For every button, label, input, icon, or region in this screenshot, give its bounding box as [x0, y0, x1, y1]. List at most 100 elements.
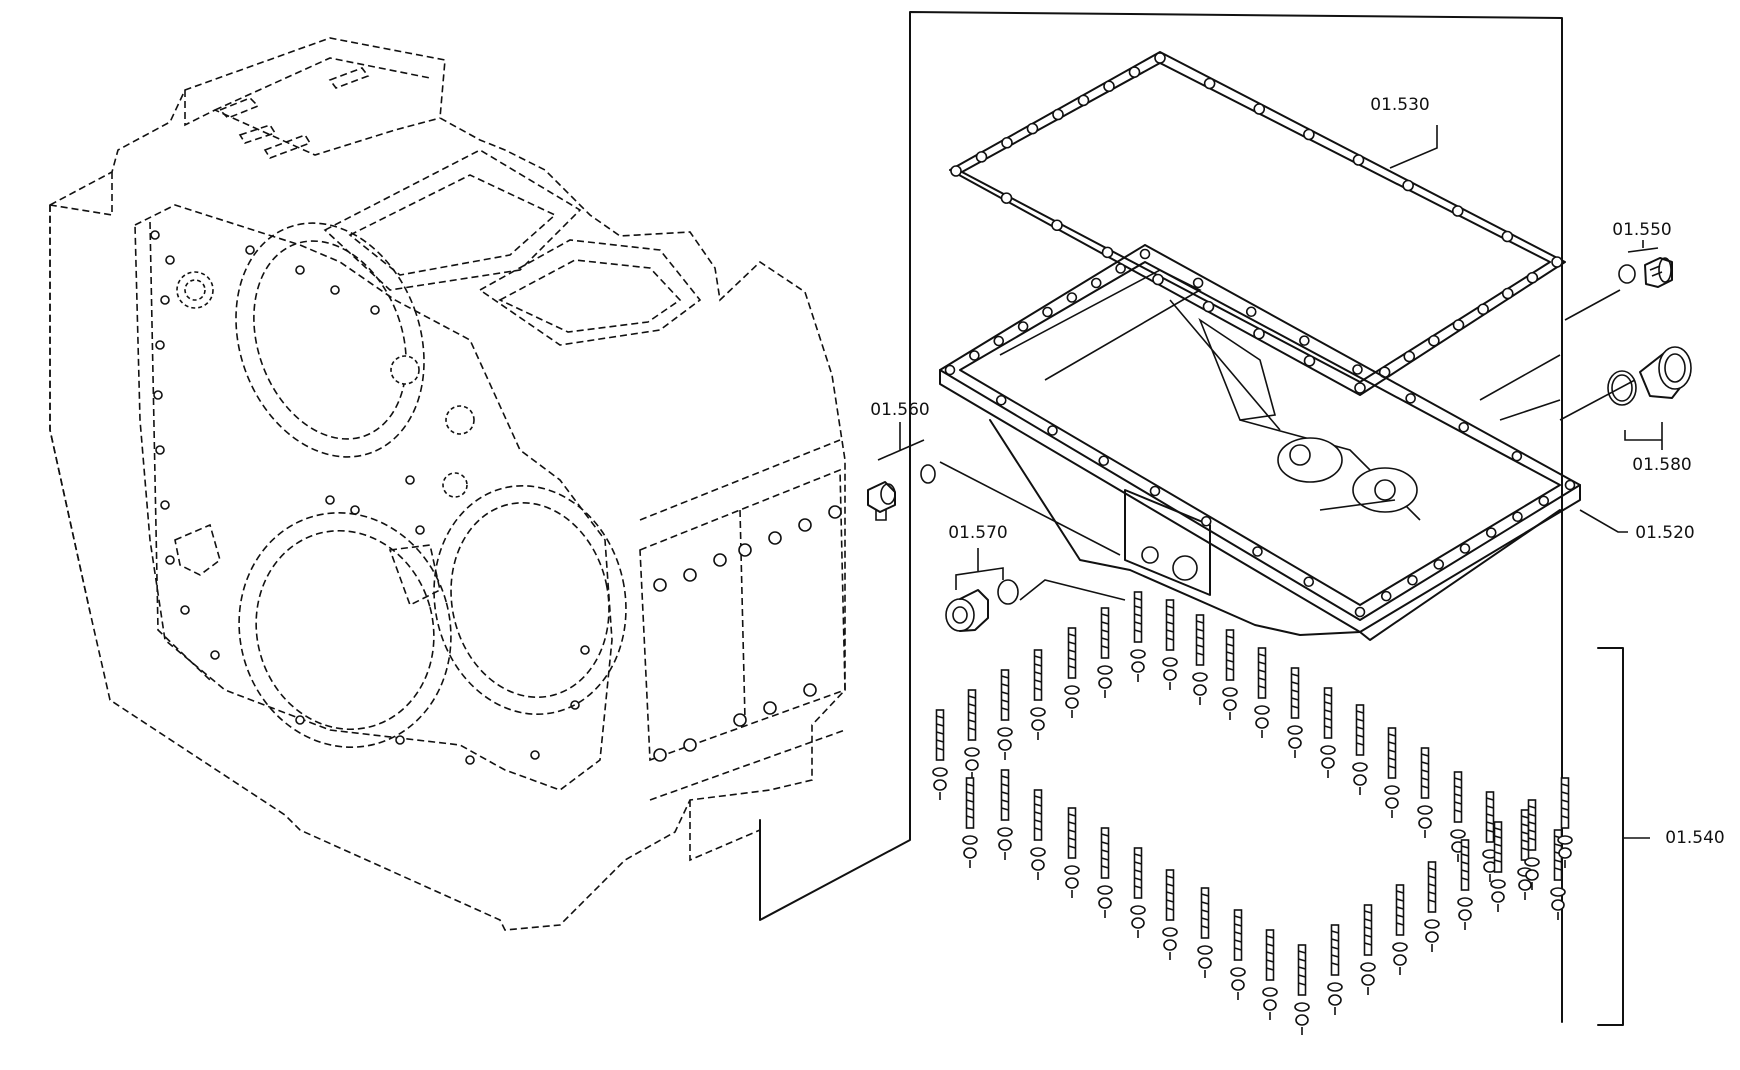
bolt [1287, 667, 1303, 758]
bolt [1457, 839, 1473, 930]
gasket-hole [1303, 355, 1316, 367]
gasket-hole [1352, 154, 1365, 166]
callout-01-520: 01.520 [1579, 509, 1695, 543]
bolt [1222, 629, 1238, 720]
gasket-hole [1001, 136, 1013, 149]
pan-flange-hole [1458, 421, 1470, 433]
bolt [1327, 924, 1343, 1015]
gasket-hole [1026, 122, 1039, 135]
gasket-hole [1101, 246, 1114, 259]
bolt [1352, 704, 1368, 795]
pan-flange-hole [1564, 479, 1576, 491]
oil-pan-flange-holes [944, 248, 1576, 618]
gasket-hole [1303, 128, 1315, 141]
pan-flange-hole [1405, 393, 1416, 404]
pan-flange-hole [1459, 543, 1471, 554]
pan-flange-hole [1042, 306, 1053, 318]
pan-flange-hole [1485, 527, 1497, 538]
bolt-set-01-540 [932, 591, 1573, 1035]
gasket-hole [1128, 66, 1141, 78]
callout-label-01-540: 01.540 [1665, 828, 1724, 848]
callout-01-540: 01.540 [1597, 647, 1725, 1026]
housing-front-holes [150, 230, 590, 765]
bolt [1030, 789, 1046, 880]
pan-flange-hole [1245, 306, 1257, 318]
pan-flange-hole [995, 394, 1007, 406]
gasket-hole [1501, 230, 1514, 243]
callout-label-01-570: 01.570 [948, 523, 1007, 543]
part-leader-lines [939, 289, 1636, 601]
bolt [1524, 799, 1540, 890]
gasket-hole [1052, 108, 1064, 121]
pan-flange-hole [1380, 590, 1392, 602]
gasket-hole [1051, 219, 1063, 232]
plug-01-550 [1618, 257, 1673, 288]
bolt [997, 769, 1013, 860]
callout-01-570: 01.570 [948, 523, 1008, 590]
pan-flange-hole [1017, 321, 1029, 332]
gasket-hole [1402, 179, 1414, 192]
pan-flange-hole [1098, 455, 1110, 467]
gasket-hole [1103, 80, 1115, 93]
bolt [1130, 591, 1146, 682]
gasket-hole [1451, 205, 1464, 217]
bolt [1424, 861, 1440, 952]
callout-01-580: 01.580 [1624, 422, 1692, 475]
pan-flange-hole [1252, 546, 1263, 557]
pan-flange-hole [944, 364, 956, 376]
pan-flange-hole [1433, 559, 1445, 570]
oil-pan-gasket [949, 51, 1566, 396]
bolt [1130, 847, 1146, 938]
gasket-bolt-holes [950, 52, 1563, 394]
pan-flange-hole [1354, 606, 1366, 618]
gasket-hole [975, 151, 988, 163]
bolt [1417, 747, 1433, 838]
pan-flange-hole [1303, 576, 1315, 588]
callout-01-560: 01.560 [870, 400, 930, 461]
plug-01-570 [945, 579, 1019, 632]
bolt [1030, 649, 1046, 740]
bolt [1557, 777, 1573, 868]
bolt [1192, 614, 1208, 705]
callout-01-550: 01.550 [1612, 220, 1672, 253]
plug-01-580 [1639, 346, 1692, 399]
gasket-hole [1077, 94, 1090, 107]
bolt [1064, 627, 1080, 718]
housing-top-openings [218, 67, 702, 346]
seal-ring-01-580 [1607, 370, 1637, 406]
gasket-hole [1154, 52, 1166, 64]
pan-flange-hole [1149, 485, 1161, 497]
plug-01-560 [867, 464, 936, 521]
bolt [997, 669, 1013, 760]
gasket-hole [1202, 300, 1215, 313]
bolt [1294, 944, 1310, 1035]
bolt [1392, 884, 1408, 975]
pan-flange-hole [1352, 364, 1363, 375]
pan-flange-hole [1139, 248, 1151, 260]
bolt [1230, 909, 1246, 1000]
transmission-housing [49, 37, 846, 931]
callout-label-01-520: 01.520 [1635, 523, 1694, 543]
callout-01-530: 01.530 [1370, 95, 1438, 169]
callout-label-01-580: 01.580 [1632, 455, 1691, 475]
bolt [1097, 827, 1113, 918]
gasket-hole [1452, 319, 1465, 331]
bolt [1162, 599, 1178, 690]
bolt [1262, 929, 1278, 1020]
housing-bores [174, 222, 627, 748]
bolt [1360, 904, 1376, 995]
oil-pan [939, 244, 1581, 641]
gasket-hole [1354, 382, 1366, 394]
gasket-hole [1501, 287, 1514, 300]
bolt [964, 689, 980, 780]
gasket-hole [1428, 334, 1440, 347]
bolt [1162, 869, 1178, 960]
pan-flange-hole [1066, 292, 1078, 303]
bolt [1384, 727, 1400, 818]
gasket-hole [1551, 256, 1563, 268]
gasket-hole [1403, 350, 1416, 363]
pan-flange-hole [1512, 511, 1523, 523]
callout-label-01-550: 01.550 [1612, 220, 1671, 240]
gasket-hole [1477, 303, 1489, 316]
